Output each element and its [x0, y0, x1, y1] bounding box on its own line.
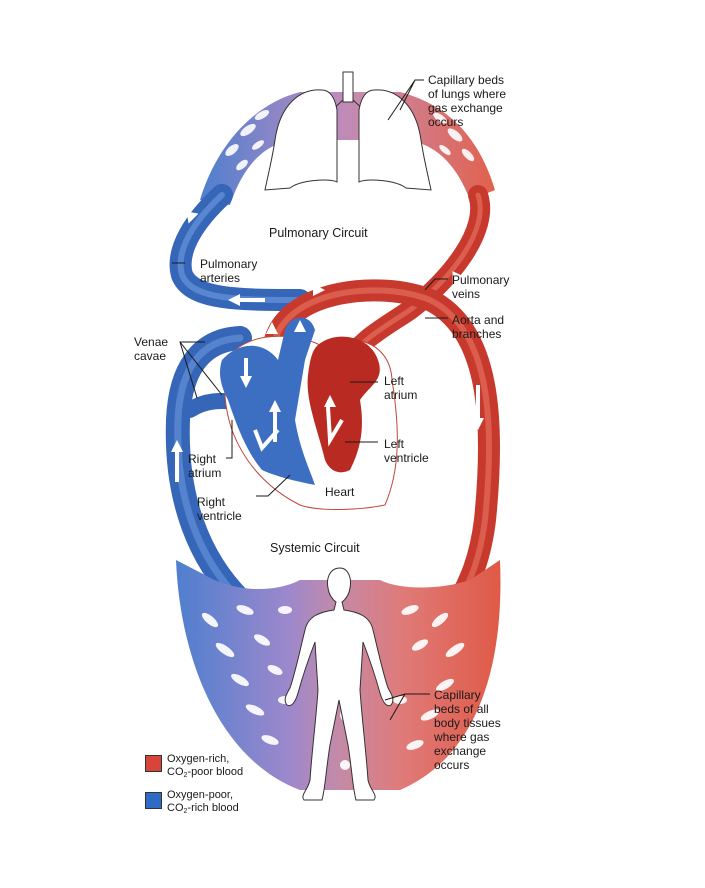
legend-label-oxygen-poor: Oxygen-poor, CO2-rich blood: [167, 789, 239, 815]
label-pulmonary-arteries: Pulmonary arteries: [200, 257, 258, 285]
arrow-up-icon: [171, 440, 183, 452]
arrow-up-icon: [186, 211, 199, 224]
arrow-left-icon: [228, 294, 240, 306]
label-aorta: Aorta and branches: [452, 313, 505, 341]
left-heart-chambers: [307, 336, 380, 473]
label-lung-capillaries: Capillary beds of lungs where gas exchan…: [428, 73, 507, 129]
legend-swatch-oxygen-poor: [145, 792, 162, 809]
label-body-capillaries: Capillary beds of all body tissues where…: [434, 688, 501, 772]
systemic-circuit-title: Systemic Circuit: [270, 541, 360, 555]
human-figure-icon: [284, 567, 394, 801]
label-venae-cavae: Venae cavae: [134, 335, 169, 363]
label-right-ventricle: Right ventricle: [197, 495, 242, 523]
label-heart: Heart: [325, 485, 355, 499]
label-pulmonary-veins: Pulmonary veins: [452, 273, 510, 301]
arrow-right-icon: [313, 284, 325, 296]
pulmonary-circuit-title: Pulmonary Circuit: [269, 226, 368, 240]
label-right-atrium: Right atrium: [188, 452, 222, 480]
arrow-up-icon: [266, 322, 278, 334]
lungs-icon: [264, 71, 432, 191]
arrow-down-icon: [472, 418, 484, 430]
arrow-up-icon: [324, 395, 336, 407]
arrow-down-icon: [452, 271, 464, 285]
label-left-ventricle: Left ventricle: [384, 437, 429, 465]
label-left-atrium: Left atrium: [384, 374, 418, 402]
arrow-up-icon: [294, 320, 306, 332]
right-heart-chambers: [220, 317, 315, 485]
flow-arrows: [171, 211, 484, 482]
leader-lines: [172, 79, 448, 721]
legend-label-oxygen-rich: Oxygen-rich, CO2-poor blood: [167, 753, 244, 779]
legend-swatch-oxygen-rich: [145, 755, 162, 772]
arrow-down-icon: [240, 376, 252, 388]
arrow-up-icon: [269, 400, 281, 412]
